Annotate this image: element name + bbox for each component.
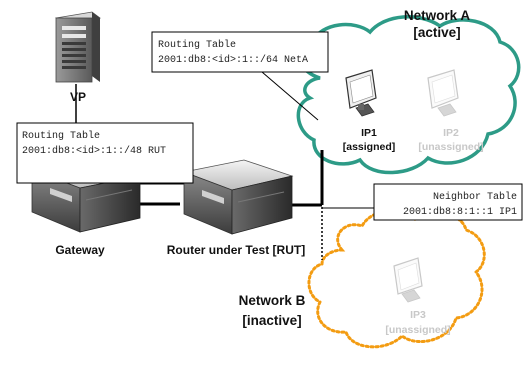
- network-a-status: [active]: [413, 25, 460, 40]
- ip3-monitor-icon: [393, 257, 423, 303]
- network-b-status: [inactive]: [242, 313, 301, 328]
- ip1-state: [assigned]: [343, 141, 396, 153]
- rut-table-leader: [261, 71, 319, 121]
- ip3-state: [unassigned]: [385, 324, 450, 336]
- ip2-state: [unassigned]: [418, 141, 483, 153]
- gateway-routing-table: Routing Table 2001:db8:<id>:1::/48 RUT: [16, 122, 194, 184]
- vp-server-icon: [55, 11, 101, 83]
- ip2-name: IP2: [443, 127, 459, 139]
- network-a-name: Network A: [404, 8, 471, 23]
- network-b-name: Network B: [239, 293, 306, 308]
- network-a-cloud: [296, 15, 521, 175]
- rut-router-icon: [182, 159, 294, 235]
- neighbor-table-title: Neighbor Table: [433, 191, 517, 203]
- gateway-routing-table-entry: 2001:db8:<id>:1::/48 RUT: [22, 145, 166, 157]
- gateway-routing-table-title: Routing Table: [22, 130, 100, 142]
- rut-routing-table-entry: 2001:db8:<id>:1::/64 NetA: [158, 54, 308, 66]
- ip2-monitor-icon: [427, 69, 459, 117]
- rut-routing-table: Routing Table 2001:db8:<id>:1::/64 NetA: [151, 31, 329, 73]
- rut-neighbor-table: Neighbor Table 2001:db8:8:1::1 IP1: [373, 183, 523, 221]
- ip1-name: IP1: [361, 127, 377, 139]
- neighbor-table-entry: 2001:db8:8:1::1 IP1: [403, 206, 517, 218]
- vp-label: VP: [70, 90, 86, 104]
- rut-routing-table-title: Routing Table: [158, 39, 236, 51]
- ip3-name: IP3: [410, 309, 426, 321]
- gateway-label: Gateway: [55, 243, 105, 257]
- ip1-monitor-icon: [345, 69, 377, 117]
- rut-label: Router under Test [RUT]: [167, 243, 305, 257]
